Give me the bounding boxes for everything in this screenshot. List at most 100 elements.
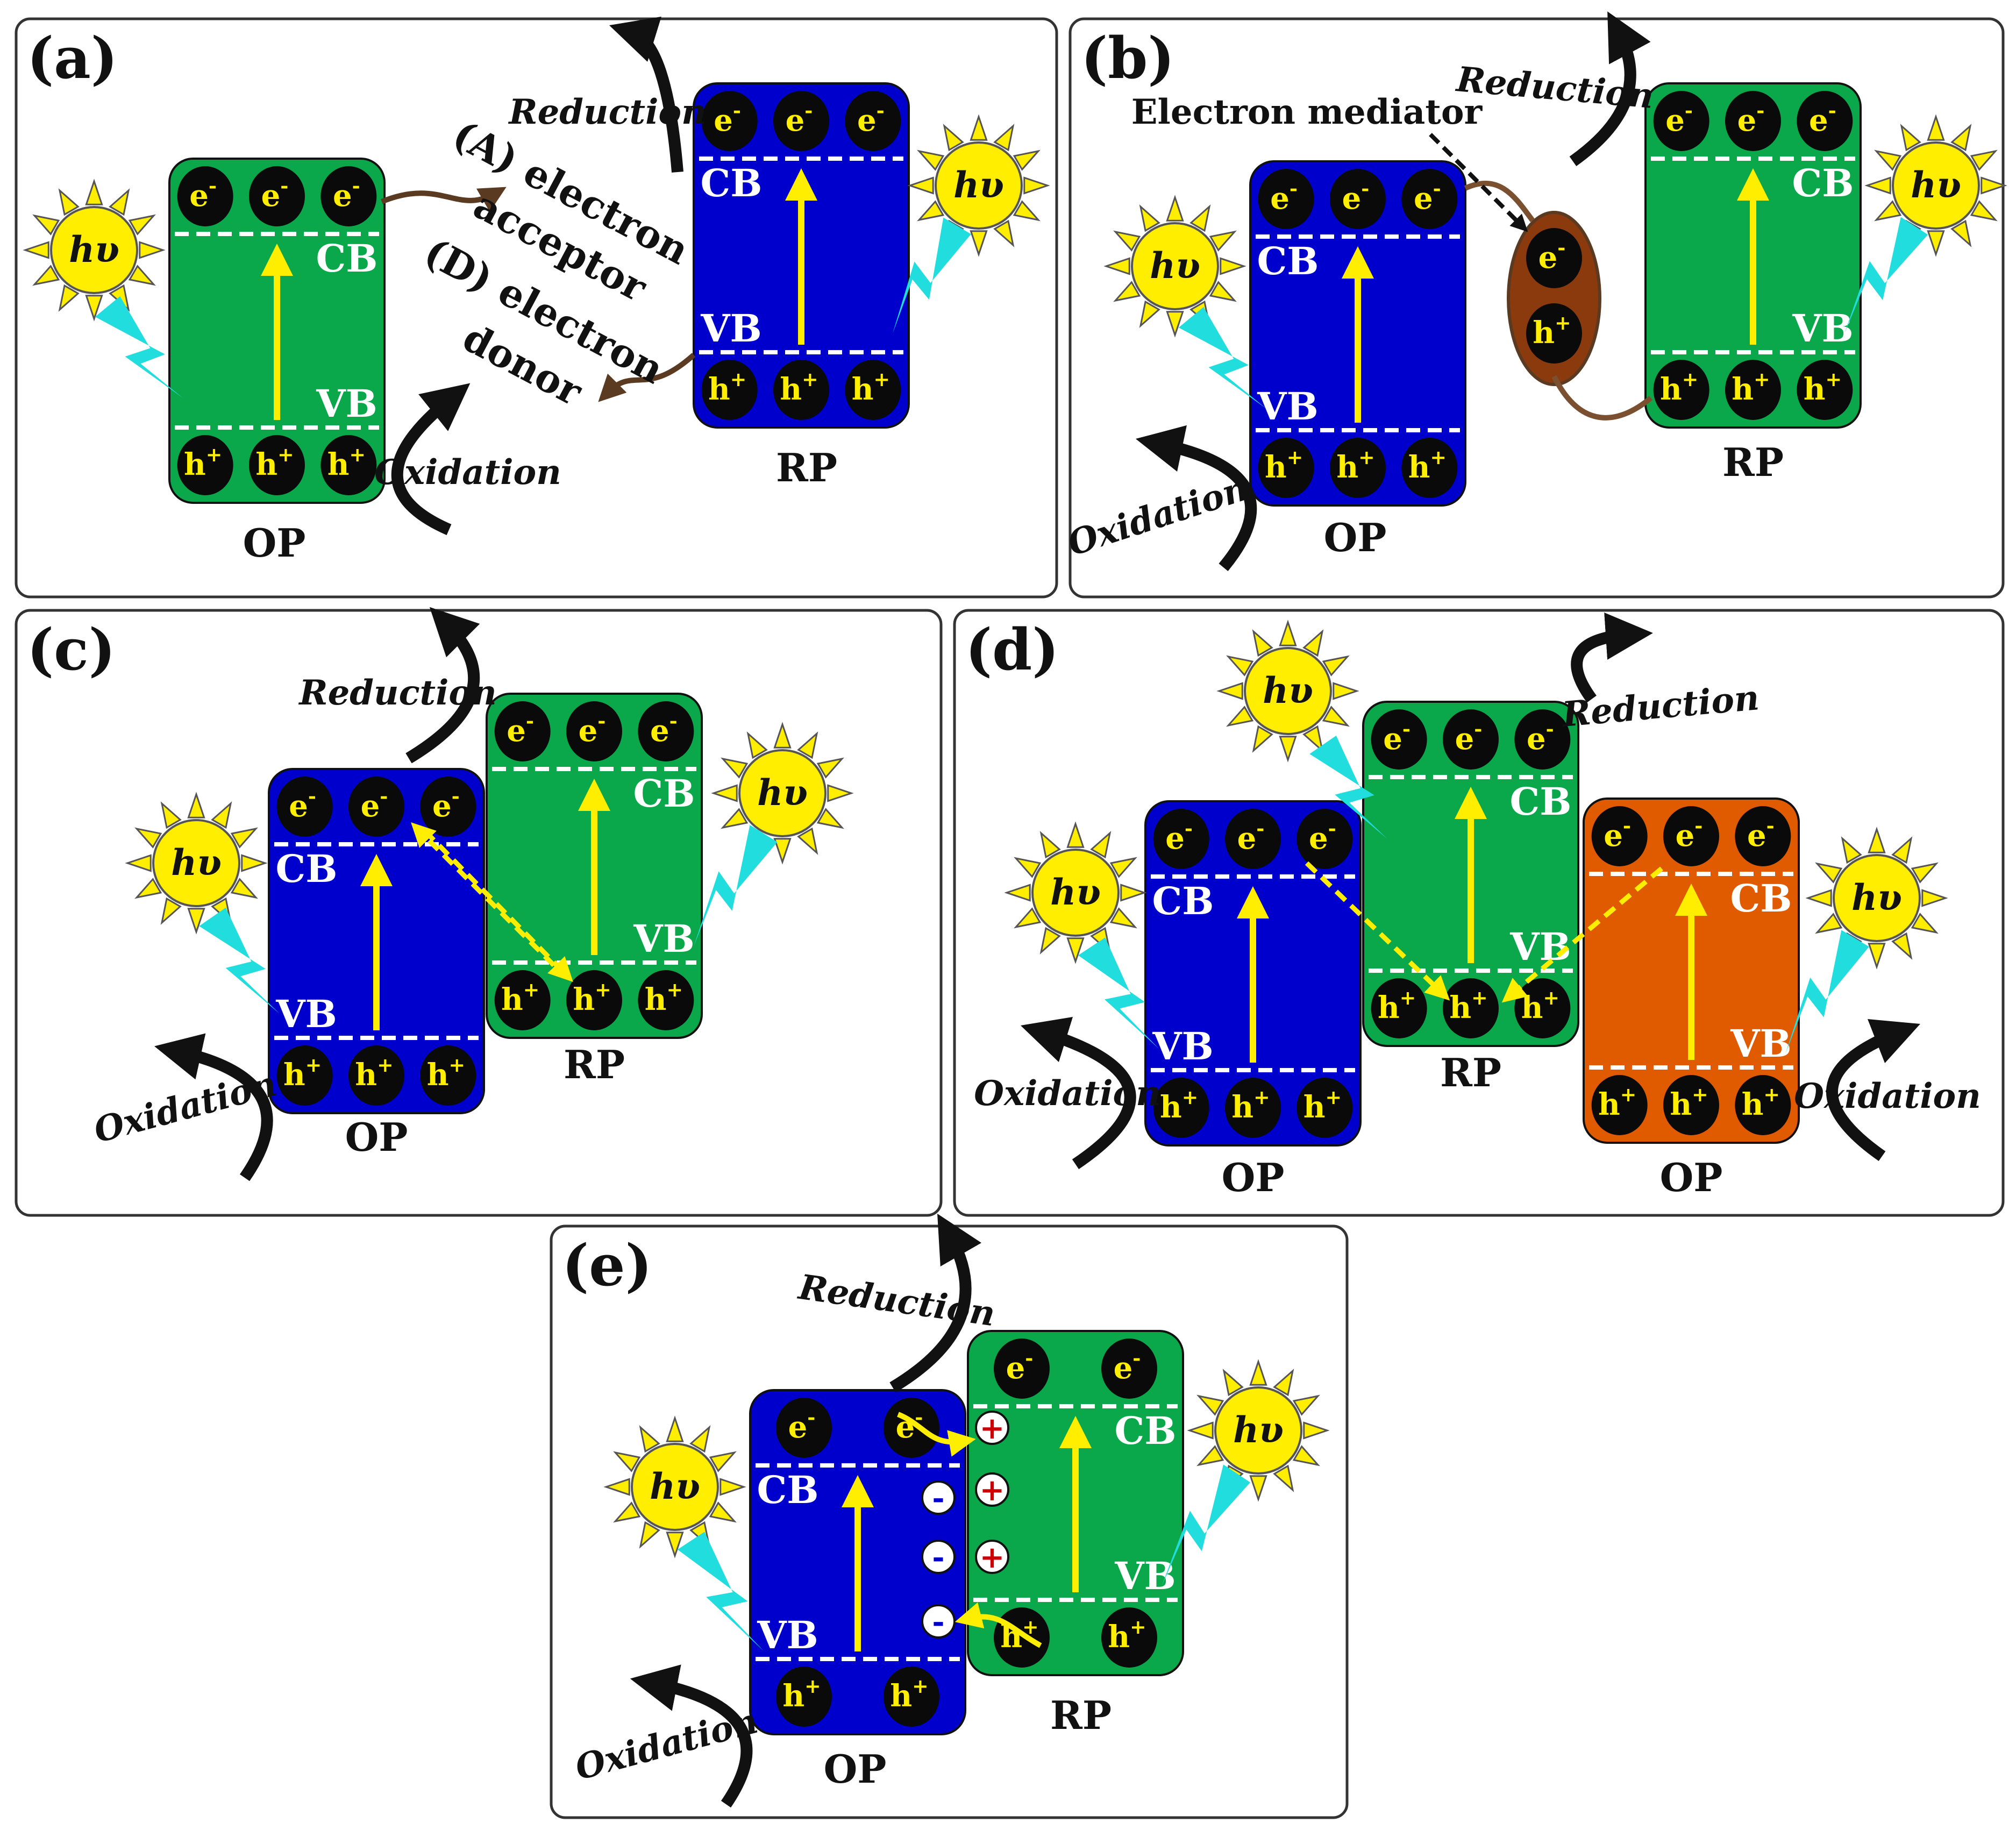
sun-ray xyxy=(711,784,738,802)
reduction-arrow-icon xyxy=(405,607,480,764)
panel-label: (b) xyxy=(1081,24,1174,91)
op-label: OP xyxy=(1222,1155,1285,1200)
electron-dot xyxy=(276,777,333,837)
electron-dot xyxy=(1225,809,1281,869)
light-bolt-icon xyxy=(1162,1464,1250,1586)
sun-ray xyxy=(1841,836,1862,864)
cb-label: CB xyxy=(757,1468,819,1512)
hole-dot xyxy=(348,1045,404,1106)
sun-ray xyxy=(1216,682,1243,700)
hole-dot xyxy=(320,435,377,495)
panel-a: (a)e-e-e-h+h+h+CBVBe-e-e-h+h+h+CBVBhυhυO… xyxy=(15,16,1058,599)
sun-ray xyxy=(797,827,818,855)
sun-ray xyxy=(720,1478,746,1496)
light-bolt-icon xyxy=(199,907,280,1014)
vb-label: VB xyxy=(1114,1554,1176,1598)
electron-label: e- xyxy=(1527,717,1554,757)
oxidation-arrow-icon xyxy=(391,383,471,536)
sun-ray xyxy=(85,295,103,322)
sun-ray xyxy=(816,808,844,829)
charge-transfer-arrow-icon xyxy=(954,1602,1042,1648)
oxidation-label: Oxidation xyxy=(974,1073,1161,1114)
electron-dot xyxy=(1725,91,1781,151)
hole-label: h+ xyxy=(1598,1083,1636,1122)
electron-dot xyxy=(1797,91,1853,151)
panel-label: (c) xyxy=(27,616,116,683)
negative-charge-icon xyxy=(921,1540,956,1574)
op-label: OP xyxy=(1324,515,1387,560)
hole-dot xyxy=(1225,1078,1281,1138)
sun-ray xyxy=(1950,219,1972,247)
hole-dot xyxy=(1296,1078,1353,1138)
sun-ray xyxy=(128,265,156,286)
electron-dot xyxy=(1653,91,1709,151)
photon-label: hυ xyxy=(1150,245,1200,287)
hole-dot xyxy=(1153,1078,1209,1138)
sun-ray xyxy=(1302,725,1324,753)
sun-ray xyxy=(1249,1475,1267,1502)
cb-label: CB xyxy=(316,236,378,281)
vb-label: VB xyxy=(1730,1021,1791,1066)
electron-dot xyxy=(884,1398,939,1458)
electron-label: e- xyxy=(1006,1347,1034,1386)
sun-ray xyxy=(160,897,182,925)
electron-dot xyxy=(1443,709,1499,770)
hole-label: h+ xyxy=(1533,311,1571,351)
sun-ray xyxy=(1113,281,1141,302)
sun-ray xyxy=(85,179,103,205)
light-bolt-icon xyxy=(1785,930,1869,1054)
hole-label: h+ xyxy=(1108,1615,1146,1655)
sun-ray xyxy=(639,1521,660,1549)
sun-ray xyxy=(32,265,60,286)
electron-dot xyxy=(320,166,377,226)
op-label: OP xyxy=(345,1114,408,1160)
transfer-arrow-icon xyxy=(381,187,507,212)
sun-ray xyxy=(1981,176,2007,195)
sun-ray xyxy=(613,1501,641,1523)
vb-label: VB xyxy=(700,306,761,351)
electron-label: e- xyxy=(507,709,534,749)
sun-ray xyxy=(1874,149,1902,171)
negative-charge-label: - xyxy=(932,1604,944,1640)
sun-ray xyxy=(1066,821,1085,848)
sun-ray xyxy=(187,908,205,935)
electron-label: e- xyxy=(1383,717,1411,757)
hole-label: h+ xyxy=(1378,986,1416,1026)
hole-dot xyxy=(1663,1075,1719,1135)
electron-dot xyxy=(494,701,551,761)
light-bolt-icon xyxy=(694,825,778,946)
sun-ray xyxy=(1805,889,1832,907)
electron-label: e- xyxy=(1270,177,1298,216)
hole-dot xyxy=(1591,1075,1648,1135)
sun-ray xyxy=(1109,907,1137,929)
sun-ray xyxy=(970,114,988,141)
electron-label: e- xyxy=(579,709,606,749)
sun-disc xyxy=(1131,222,1219,310)
hole-dot xyxy=(1735,1075,1791,1135)
sun-disc xyxy=(935,141,1023,230)
hole-dot xyxy=(1514,978,1571,1038)
sun-ray xyxy=(1189,204,1211,232)
electron-dot xyxy=(420,777,476,837)
electron-dot xyxy=(348,777,404,837)
sun-disc xyxy=(152,819,240,907)
transfer-arrow-icon xyxy=(1551,375,1653,421)
positive-charge-icon xyxy=(975,1540,1009,1574)
sun-ray xyxy=(23,241,49,259)
sun-ray xyxy=(1249,1359,1267,1386)
sun-ray xyxy=(1891,836,1913,864)
light-bolt-icon xyxy=(95,296,183,398)
sun-ray xyxy=(1166,195,1184,222)
oxidation-arrow-icon xyxy=(630,1664,753,1808)
electron-dot xyxy=(1153,809,1209,869)
negative-charge-icon xyxy=(921,1604,956,1639)
hole-label: h+ xyxy=(283,1053,322,1093)
photon-label: hυ xyxy=(69,229,119,270)
hole-dot xyxy=(249,435,305,495)
sun-ray xyxy=(1921,889,1948,907)
hole-dot xyxy=(177,435,233,495)
sun-ray xyxy=(230,827,258,849)
